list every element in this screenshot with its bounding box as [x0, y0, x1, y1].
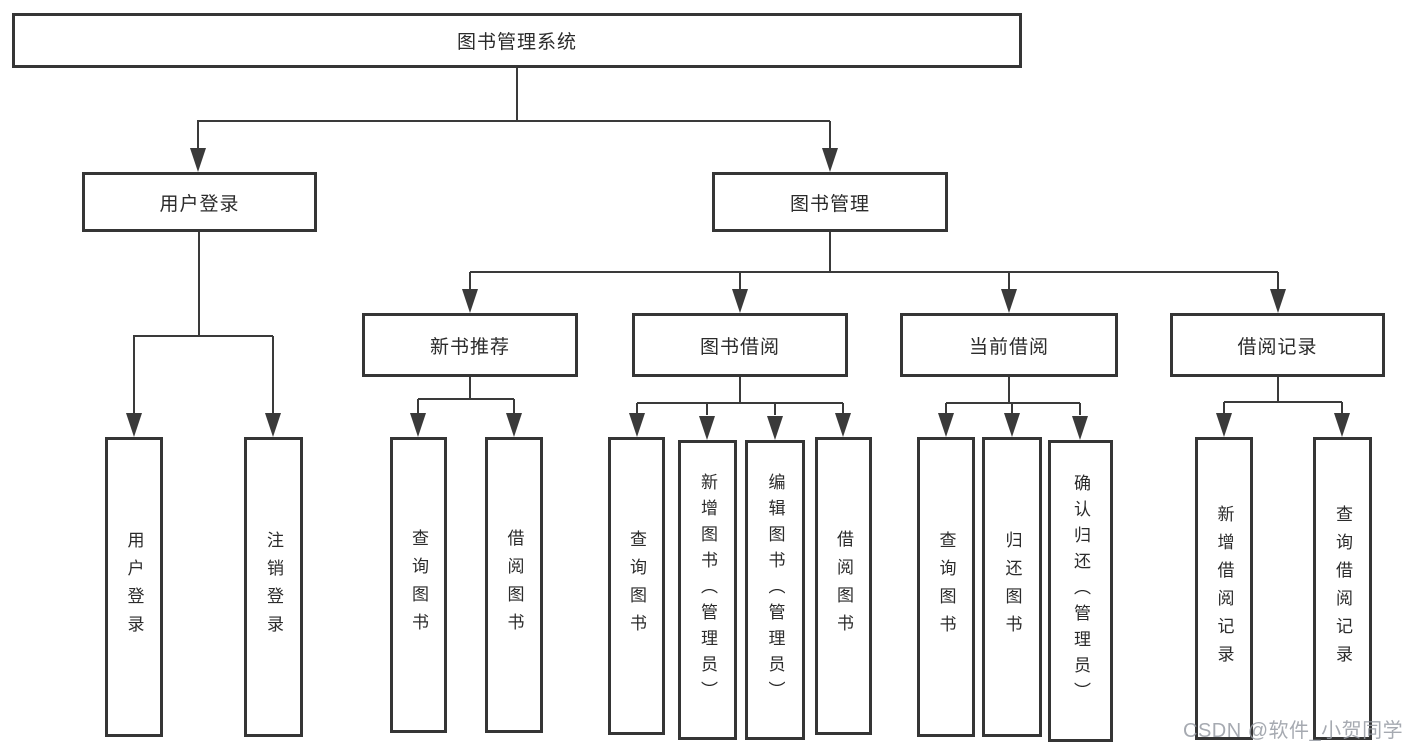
leaf-user-login: 用户登录 [105, 437, 163, 737]
arrowheads [126, 148, 1350, 440]
node-book-borrow: 图书借阅 [632, 313, 848, 377]
leaf-rec-query-books: 查询图书 [390, 437, 447, 733]
arrowhead [629, 413, 645, 437]
leaf-logout: 注销登录 [244, 437, 303, 737]
arrowhead [1004, 413, 1020, 437]
leaf-bb-borrow-books: 借阅图书 [815, 437, 872, 735]
connector-new-book-rec [417, 377, 515, 415]
leaf-cb-return-books: 归还图书 [982, 437, 1042, 737]
node-root: 图书管理系统 [12, 13, 1022, 68]
arrowhead [1001, 289, 1017, 313]
arrowhead [462, 289, 478, 313]
leaf-br-add-record: 新增借阅记录 [1195, 437, 1253, 740]
node-borrow-records: 借阅记录 [1170, 313, 1385, 377]
leaf-bb-edit-books-admin: 编辑图书（管理员） [745, 440, 805, 740]
node-user-login: 用户登录 [82, 172, 317, 232]
connector-user-login [133, 232, 274, 415]
arrowhead [1216, 413, 1232, 437]
arrowhead [1270, 289, 1286, 313]
connector-current-borrow [945, 377, 1081, 415]
arrowhead [1334, 413, 1350, 437]
arrowhead [265, 413, 281, 437]
arrowhead [822, 148, 838, 172]
connector-book-mgmt [469, 232, 1279, 291]
connector-root [197, 68, 831, 150]
watermark: CSDN @软件_小贺同学 [1183, 720, 1404, 742]
leaf-rec-borrow-books: 借阅图书 [485, 437, 543, 733]
node-new-book-rec: 新书推荐 [362, 313, 578, 377]
arrowhead [410, 413, 426, 437]
arrowhead [126, 413, 142, 437]
connector-book-borrow [636, 377, 844, 415]
leaf-cb-confirm-return-admin: 确认归还（管理员） [1048, 440, 1113, 742]
node-current-borrow: 当前借阅 [900, 313, 1118, 377]
leaf-br-query-record: 查询借阅记录 [1313, 437, 1372, 740]
leaf-bb-query-books: 查询图书 [608, 437, 665, 735]
arrowhead [506, 413, 522, 437]
arrowhead [767, 416, 783, 440]
arrowhead [1072, 416, 1088, 440]
arrowhead [190, 148, 206, 172]
arrowhead [699, 416, 715, 440]
connector-borrow-records [1223, 377, 1343, 415]
connector-lines [133, 68, 1343, 415]
arrowhead [835, 413, 851, 437]
arrowhead [938, 413, 954, 437]
leaf-bb-add-books-admin: 新增图书（管理员） [678, 440, 737, 740]
node-book-mgmt: 图书管理 [712, 172, 948, 232]
arrowhead [732, 289, 748, 313]
leaf-cb-query-books: 查询图书 [917, 437, 975, 737]
